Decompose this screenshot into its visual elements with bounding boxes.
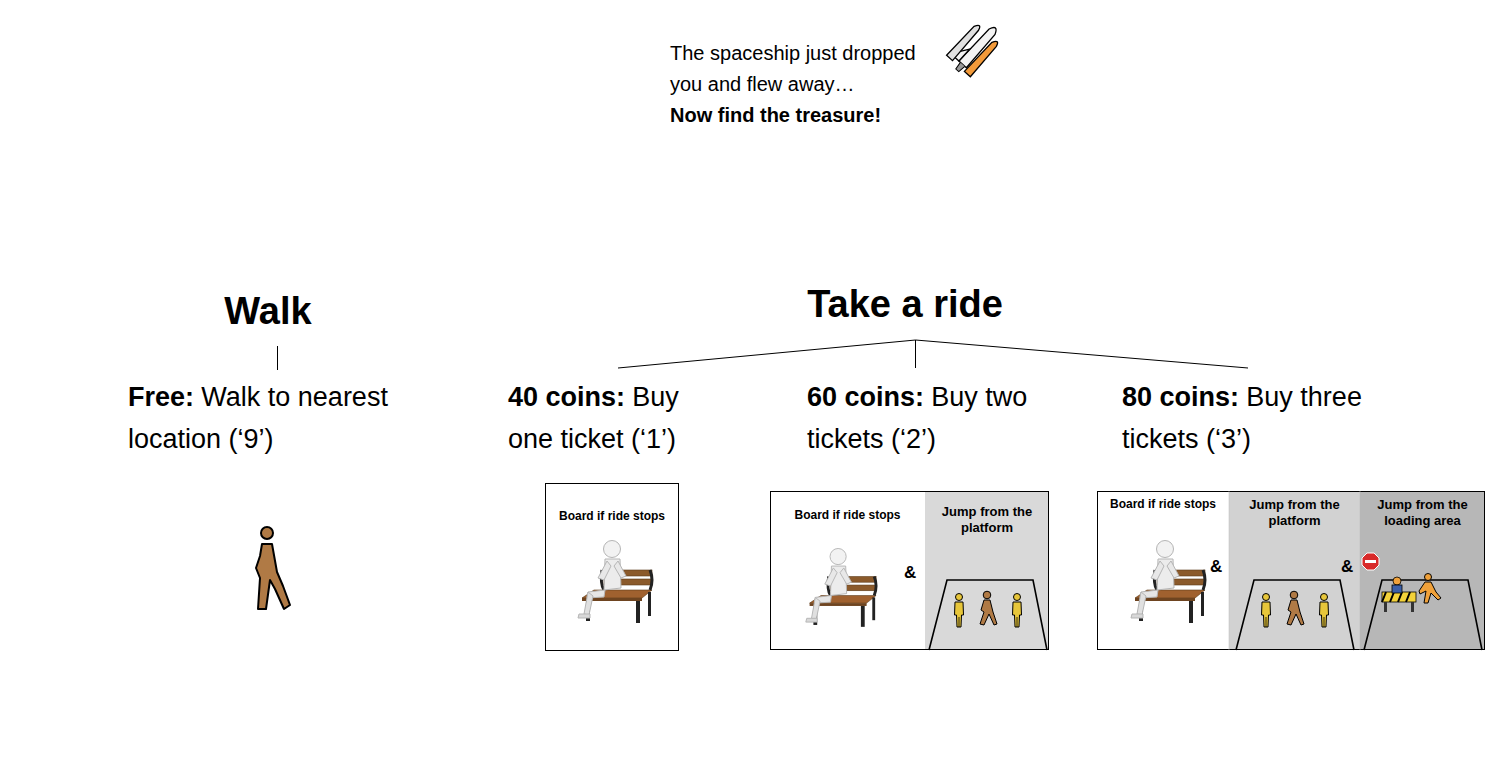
option-label: 40 coins:Buy one ticket (‘1’) xyxy=(508,376,730,460)
ampersand: & xyxy=(1341,557,1359,577)
option-label: 60 coins:Buy two tickets (‘2’) xyxy=(807,376,1039,460)
ampersand: & xyxy=(1210,557,1228,577)
option-cost: 80 coins: xyxy=(1122,382,1239,412)
ticket-panel: Board if ride stops xyxy=(545,483,679,651)
option-cost: 40 coins: xyxy=(508,382,625,412)
panel-caption: Jump from the platform xyxy=(931,504,1043,537)
ticket-panel: Jump from the loading area xyxy=(1360,491,1485,650)
text-block: & xyxy=(1341,557,1359,577)
panel-caption: Board if ride stops xyxy=(776,508,919,523)
text-block: Take a ride xyxy=(705,281,1105,327)
ampersand: & xyxy=(904,563,922,583)
intro-callout: Now find the treasure! xyxy=(670,100,922,131)
option-label: Free:Walk to nearest location (‘9’) xyxy=(128,376,428,460)
ticket-panel: Jump from the platform xyxy=(1229,491,1360,650)
tree-lines xyxy=(278,340,1249,370)
option-label: 80 coins:Buy three tickets (‘3’) xyxy=(1122,376,1384,460)
walker-icon xyxy=(256,527,290,609)
ticket-panel: Board if ride stops xyxy=(1097,491,1229,650)
intro-note: The spaceship just dropped you and flew … xyxy=(670,38,922,100)
text-block: Walk xyxy=(148,288,388,334)
text-block: & xyxy=(1210,557,1228,577)
ticket-panel: Jump from the platform xyxy=(925,491,1049,650)
branch-heading: Walk xyxy=(148,288,388,334)
ticket-panel: Board if ride stops xyxy=(770,491,925,650)
text-block: & xyxy=(904,563,922,583)
stop-sign xyxy=(1362,553,1379,570)
option-cost: Free: xyxy=(128,382,194,412)
panel-caption: Jump from the loading area xyxy=(1366,497,1479,530)
running-figure xyxy=(1419,574,1441,604)
option-cost: 60 coins: xyxy=(807,382,924,412)
text-block: The spaceship just dropped you and flew … xyxy=(670,38,922,131)
spaceship-icon xyxy=(944,16,1006,80)
barricade-icon xyxy=(1382,577,1416,612)
panel-caption: Jump from the platform xyxy=(1235,497,1354,530)
ticket-box xyxy=(546,484,679,651)
ticket-box xyxy=(771,491,1050,650)
panel-caption: Board if ride stops xyxy=(1103,497,1223,512)
ticket-box xyxy=(1098,491,1486,650)
branch-heading: Take a ride xyxy=(705,281,1105,327)
panel-caption: Board if ride stops xyxy=(551,509,673,524)
